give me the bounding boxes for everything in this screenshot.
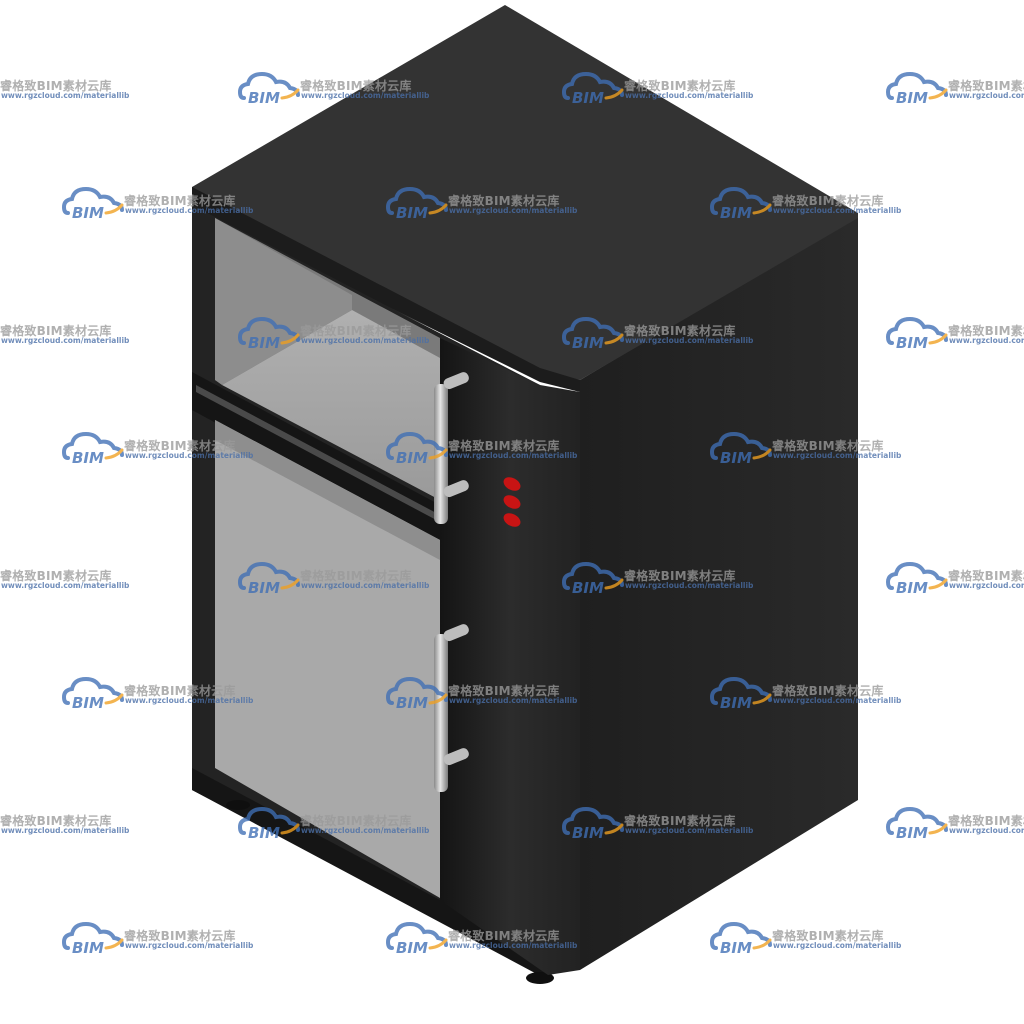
middle-divider-highlight bbox=[196, 385, 440, 522]
lower-door-handle[interactable] bbox=[434, 623, 470, 792]
middle-divider-rail bbox=[192, 372, 440, 545]
upper-glass-interior bbox=[222, 310, 440, 500]
cabinet-front-edge bbox=[440, 338, 580, 975]
indicator-lights bbox=[503, 477, 521, 527]
cabinet-side-panel bbox=[580, 215, 858, 970]
handle-standoff bbox=[443, 624, 469, 642]
lower-glass-panel bbox=[215, 420, 440, 898]
indicator-light-icon bbox=[503, 477, 521, 491]
cabinet-top-panel bbox=[192, 5, 858, 380]
bar-handle-icon bbox=[434, 384, 448, 524]
cabinet-foot bbox=[226, 800, 250, 810]
bar-handle-icon bbox=[434, 634, 448, 792]
indicator-light-icon bbox=[503, 495, 521, 509]
cabinet-top-edge bbox=[192, 187, 580, 392]
indicator-light-icon bbox=[503, 513, 521, 527]
handle-standoff bbox=[443, 480, 469, 498]
cabinet-foot bbox=[526, 972, 554, 984]
handle-standoff bbox=[443, 748, 469, 766]
lower-glass-shade bbox=[215, 420, 440, 560]
handle-standoff bbox=[443, 372, 469, 390]
